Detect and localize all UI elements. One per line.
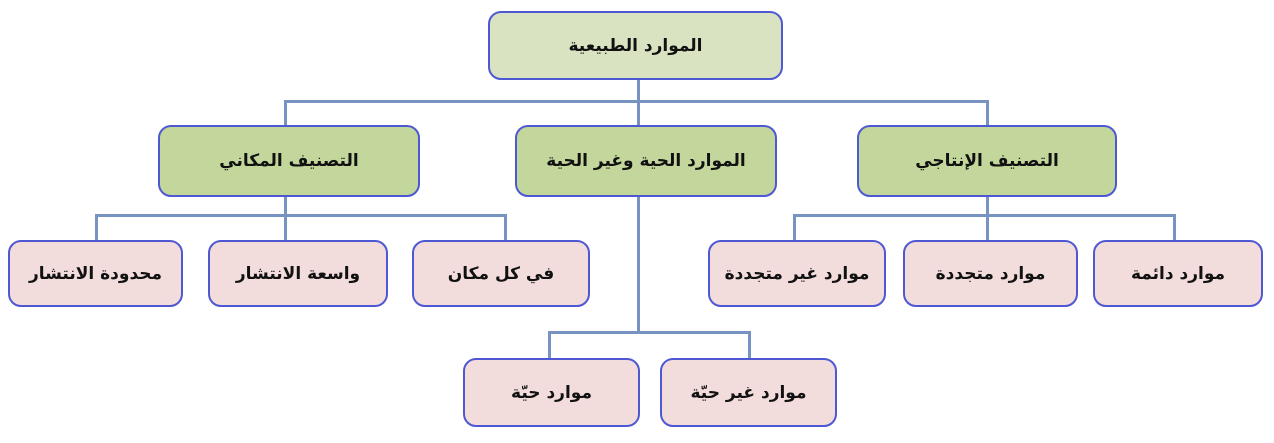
node-non-living-resources-label: موارد غير حيّة xyxy=(690,382,807,403)
node-spatial-classification-label: التصنيف المكاني xyxy=(219,151,359,171)
connector-drop-living xyxy=(548,331,551,358)
connector-drop-non-renewable xyxy=(793,214,796,240)
connector-top-horizontal xyxy=(284,100,989,103)
node-living-resources-label: موارد حيّة xyxy=(511,382,592,403)
node-permanent-resources-label: موارد دائمة xyxy=(1130,263,1226,284)
connector-spatial-drop xyxy=(284,197,287,240)
node-living-resources: موارد حيّة xyxy=(463,358,640,427)
node-natural-resources: الموارد الطبيعية xyxy=(488,11,783,80)
node-non-renewable-resources-label: موارد غير متجددة xyxy=(724,263,870,284)
connector-productive-horizontal xyxy=(793,214,1176,217)
node-limited-spread-label: محدودة الانتشار xyxy=(28,263,163,284)
node-wide-spread: واسعة الانتشار xyxy=(208,240,388,307)
node-permanent-resources: موارد دائمة xyxy=(1093,240,1263,307)
connector-drop-non-living xyxy=(748,331,751,358)
node-everywhere: في كل مكان xyxy=(412,240,590,307)
connector-drop-permanent xyxy=(1173,214,1176,240)
node-living-nonliving-resources: الموارد الحية وغير الحية xyxy=(515,125,777,197)
node-productive-classification: التصنيف الإنتاجي xyxy=(857,125,1117,197)
node-non-living-resources: موارد غير حيّة xyxy=(660,358,837,427)
node-renewable-resources-label: موارد متجددة xyxy=(935,263,1046,284)
node-living-nonliving-resources-label: الموارد الحية وغير الحية xyxy=(546,151,746,171)
node-wide-spread-label: واسعة الانتشار xyxy=(235,263,361,284)
connector-drop-spatial xyxy=(284,100,287,125)
node-everywhere-label: في كل مكان xyxy=(447,263,555,284)
connector-productive-drop xyxy=(986,197,989,240)
connector-living-group-drop xyxy=(637,197,640,334)
connector-drop-limited xyxy=(95,214,98,240)
connector-spatial-horizontal xyxy=(95,214,507,217)
connector-drop-productive xyxy=(986,100,989,125)
connector-drop-everywhere xyxy=(504,214,507,240)
node-natural-resources-label: الموارد الطبيعية xyxy=(568,35,703,56)
node-productive-classification-label: التصنيف الإنتاجي xyxy=(915,151,1059,171)
node-non-renewable-resources: موارد غير متجددة xyxy=(708,240,886,307)
connector-bottom-horizontal xyxy=(548,331,751,334)
node-spatial-classification: التصنيف المكاني xyxy=(158,125,420,197)
node-limited-spread: محدودة الانتشار xyxy=(8,240,183,307)
node-renewable-resources: موارد متجددة xyxy=(903,240,1078,307)
